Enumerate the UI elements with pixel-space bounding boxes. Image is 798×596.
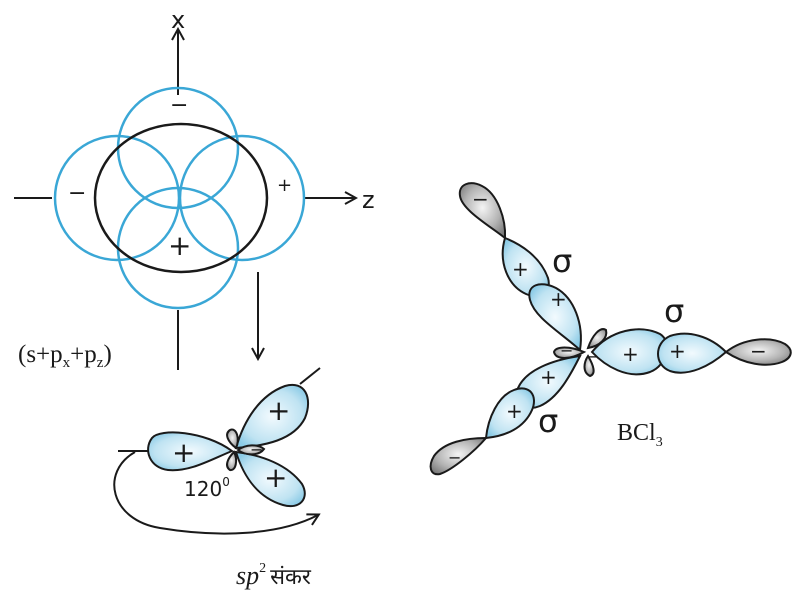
bcl3-center-lobe-a	[552, 346, 587, 359]
hybrid-sign-upper: +	[267, 394, 290, 427]
bcl3-minus-center-1: −	[560, 341, 573, 360]
bcl3-plus-upper-1: +	[512, 257, 529, 281]
bcl3-minus-upper: −	[472, 187, 489, 211]
hybrid-small-lobe-top	[226, 428, 239, 450]
angle-arc-arrow	[113, 451, 318, 535]
sign-top: −	[170, 93, 188, 118]
bcl3-plus-right-1: +	[622, 342, 639, 366]
bcl3-minus-right: −	[750, 339, 767, 363]
bcl3-plus-upper-2: +	[550, 287, 567, 311]
x-axis-label: x	[171, 6, 185, 34]
bcl3-plus-lower-2: +	[506, 399, 523, 423]
hybrid-upper-axis	[299, 367, 321, 385]
s-orbital-circle	[93, 122, 269, 274]
bcl3-plus-lower-1: +	[540, 365, 557, 389]
hybrid-lobe-lower	[234, 450, 306, 508]
hybrid-sign-lower: +	[264, 461, 287, 494]
bcl3-lobe-lower-outer	[429, 436, 489, 476]
bcl3-lobe-lower-2	[484, 387, 535, 440]
bcl3-minus-center-2: −	[586, 347, 599, 366]
sigma-right: σ	[664, 292, 684, 330]
bcl3-lobe-upper-outer	[458, 182, 507, 240]
hybrid-sign-center: −	[250, 440, 263, 459]
bcl3-plus-right-2: +	[669, 339, 686, 363]
bcl3-minus-lower: −	[448, 448, 461, 467]
z-axis-label: z	[362, 186, 375, 214]
angle-label: 1200	[184, 475, 230, 501]
sigma-lower: σ	[538, 402, 558, 440]
hybrid-small-lobe-bottom	[226, 450, 238, 471]
hybrid-sign-left: +	[172, 436, 195, 469]
hybrid-lobe-left	[147, 431, 235, 472]
hybrid-small-lobe-right	[236, 444, 266, 456]
bcl3-lobe-right-2	[657, 332, 728, 374]
orbital-panel: x z − − + + (s+px+pz)	[14, 6, 375, 371]
bcl3-lobe-right-outer	[724, 338, 792, 366]
sigma-upper: σ	[552, 242, 572, 280]
bcl3-panel: σ σ σ + + + + + + − − − − − BCl3	[429, 182, 792, 476]
sign-left: −	[68, 181, 86, 206]
bcl3-center-lobe-b	[586, 328, 608, 350]
bcl3-lobe-upper-2	[528, 283, 582, 352]
hybrid-lobe-upper	[234, 383, 310, 450]
p-orbital-right-circle	[178, 134, 306, 262]
bcl3-label: BCl3	[617, 420, 663, 450]
bcl3-center-lobe-c	[583, 354, 595, 378]
sign-bottom: +	[168, 229, 191, 262]
sign-right: +	[277, 175, 292, 196]
combination-label: (s+px+pz)	[18, 341, 112, 371]
